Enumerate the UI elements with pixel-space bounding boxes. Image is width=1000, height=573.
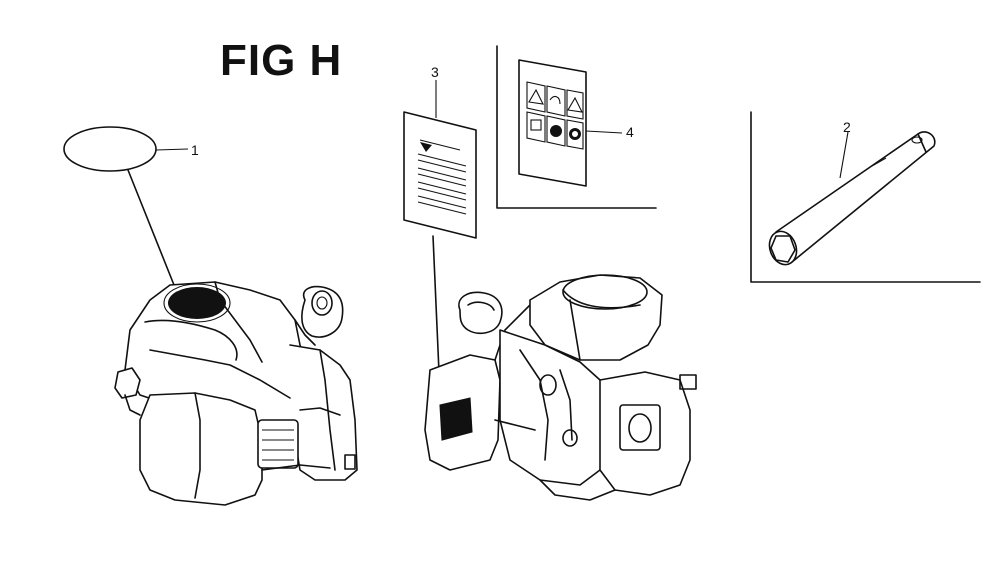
engine-rear-view — [424, 274, 697, 501]
figure-title: FIG H — [220, 36, 343, 85]
caution-label-part-4 — [496, 45, 657, 209]
engine-front-view — [114, 281, 358, 506]
warning-label-part-3 — [403, 80, 477, 396]
callout-4-label: 4 — [626, 124, 634, 140]
callout-2-label: 2 — [843, 119, 851, 135]
wrench-part-2 — [750, 111, 981, 283]
emblem-part-1 — [63, 126, 189, 296]
callout-1-label: 1 — [191, 142, 199, 158]
callout-3-label: 3 — [431, 64, 439, 80]
